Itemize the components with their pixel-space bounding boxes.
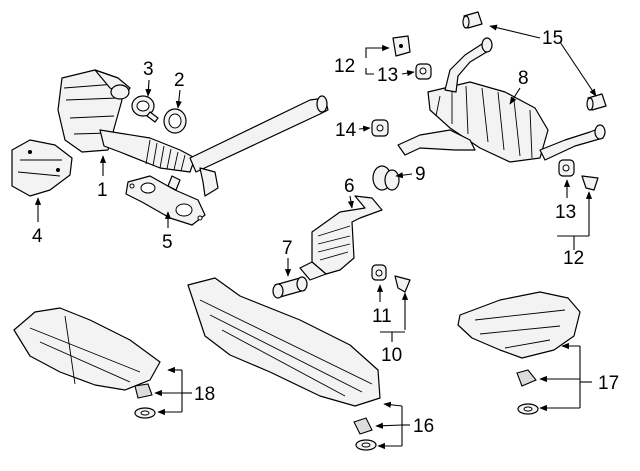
callout-16: 16 bbox=[413, 416, 434, 437]
rear-muffler-part bbox=[397, 37, 606, 163]
pipe-clamp-part bbox=[272, 276, 308, 299]
callout-10: 10 bbox=[381, 345, 402, 366]
callout-13-upper: 13 bbox=[377, 65, 398, 86]
flange-ring bbox=[110, 84, 130, 100]
gasket-ring-part bbox=[163, 108, 187, 134]
leader-lines bbox=[34, 24, 597, 450]
rear-heat-shield-part bbox=[457, 291, 581, 359]
callout-9: 9 bbox=[415, 164, 426, 185]
callout-4: 4 bbox=[32, 226, 43, 247]
rear-clamp-part bbox=[372, 165, 400, 191]
bracket-12-upper-part bbox=[392, 35, 411, 57]
callout-8: 8 bbox=[518, 68, 529, 89]
bracket-12-lower-part bbox=[394, 275, 411, 293]
callout-7: 7 bbox=[282, 238, 293, 259]
center-muffler-part bbox=[299, 195, 383, 281]
front-underbody-shield-part bbox=[13, 307, 161, 391]
clamp-part bbox=[131, 95, 159, 123]
tailpipe-tip-lower bbox=[586, 93, 607, 111]
underbody-shield-part bbox=[187, 277, 381, 407]
isolator-14-part bbox=[371, 119, 389, 137]
isolator-13-upper-part bbox=[415, 63, 432, 80]
callout-5: 5 bbox=[162, 232, 173, 253]
heat-shield-part bbox=[11, 139, 73, 197]
hardware-18 bbox=[134, 383, 156, 419]
isolator-11-part bbox=[371, 264, 387, 281]
callout-labels: 1 2 3 4 5 6 7 8 9 10 11 12 12 13 13 14 1… bbox=[32, 28, 619, 437]
tailpipe-tip-upper bbox=[462, 11, 483, 29]
callout-3: 3 bbox=[143, 59, 154, 80]
catalytic-converter-part bbox=[57, 69, 329, 197]
flange-gasket-part bbox=[125, 175, 206, 226]
callout-12-upper: 12 bbox=[334, 56, 355, 77]
callout-1: 1 bbox=[97, 180, 108, 201]
isolator-13-lower-part bbox=[558, 159, 575, 177]
hardware-16 bbox=[353, 417, 377, 451]
callout-17: 17 bbox=[598, 373, 619, 394]
callout-2: 2 bbox=[174, 70, 185, 91]
callout-14: 14 bbox=[335, 120, 357, 141]
callout-15: 15 bbox=[542, 28, 563, 49]
callout-12-right: 12 bbox=[563, 248, 584, 269]
callout-13-right: 13 bbox=[555, 202, 576, 223]
hardware-17 bbox=[516, 369, 539, 415]
callout-11: 11 bbox=[372, 306, 392, 327]
callout-18: 18 bbox=[194, 384, 215, 405]
bracket-12-right-part bbox=[581, 175, 599, 191]
callout-6: 6 bbox=[344, 176, 355, 197]
